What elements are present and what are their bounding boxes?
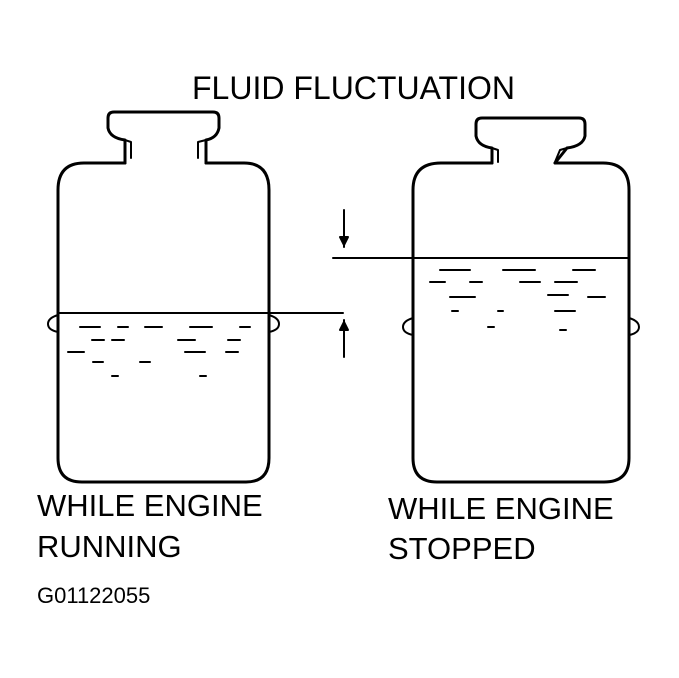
- left-reservoir-neck: [124, 139, 207, 159]
- right-reservoir-neck: [491, 147, 568, 163]
- right-tank-caption-line2: STOPPED: [388, 531, 536, 566]
- left-fluid-ripples: [67, 326, 251, 377]
- left-tank-caption-line1: WHILE ENGINE: [37, 488, 263, 523]
- left-reservoir-body: [56, 161, 271, 484]
- diagram-title: FLUID FLUCTUATION: [192, 70, 515, 106]
- figure-code: G01122055: [37, 583, 151, 608]
- right-side-bump-left: [402, 317, 414, 336]
- left-side-bump-left: [47, 314, 59, 333]
- right-side-bump-right: [628, 317, 640, 336]
- right-tank-caption-line1: WHILE ENGINE: [388, 491, 614, 526]
- left-level-arrow: [339, 319, 349, 358]
- left-reservoir: [47, 110, 349, 484]
- right-reservoir: [332, 116, 640, 484]
- left-side-bump-right: [268, 314, 280, 333]
- right-reservoir-cap: [474, 116, 587, 165]
- left-reservoir-cap: [106, 110, 221, 165]
- right-reservoir-body: [411, 161, 631, 484]
- left-tank-caption-line2: RUNNING: [37, 529, 182, 564]
- right-fluid-ripples: [429, 269, 606, 331]
- right-level-arrow: [339, 209, 349, 248]
